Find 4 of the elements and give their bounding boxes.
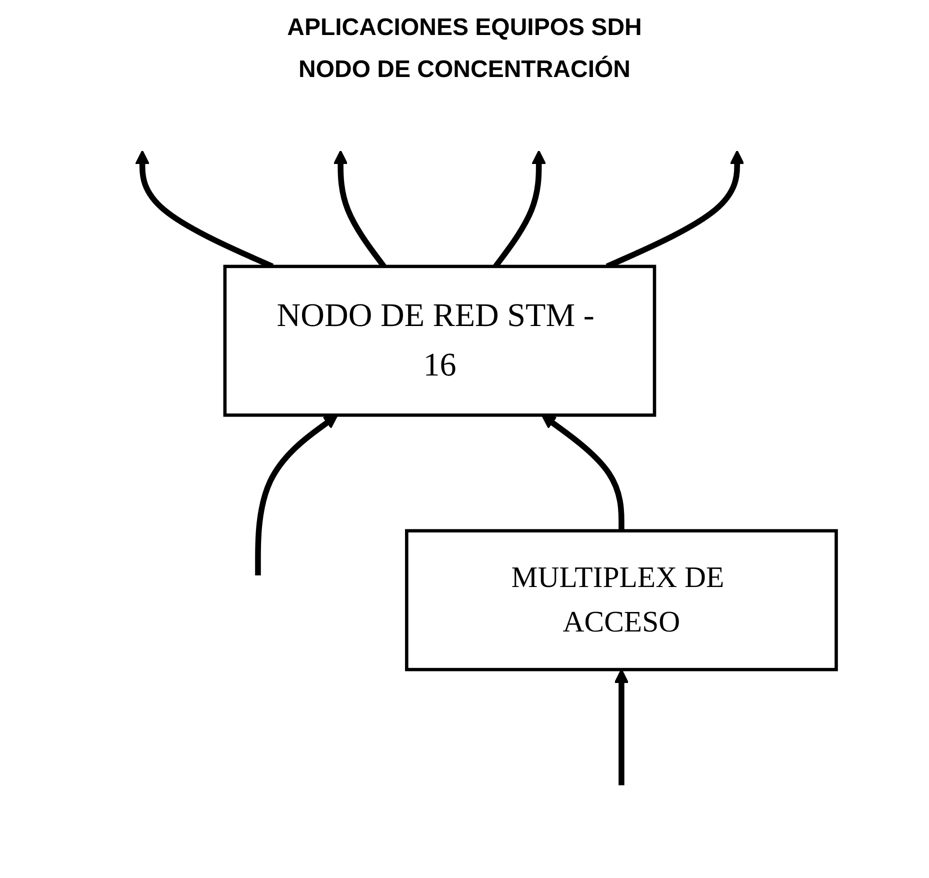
node-box: NODO DE RED STM - 16 (223, 264, 656, 417)
diagram-subtitle: NODO DE CONCENTRACIÓN (297, 56, 632, 84)
diagram-title: APLICACIONES EQUIPOS SDH (286, 14, 643, 42)
node-box: MULTIPLEX DE ACCESO (405, 529, 838, 672)
